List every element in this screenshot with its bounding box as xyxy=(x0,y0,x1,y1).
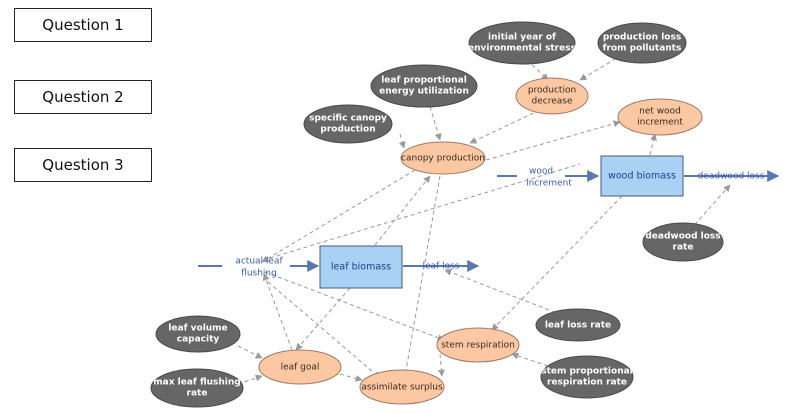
node-max-leaf-flushing[interactable]: max leaf flushing rate xyxy=(150,368,244,408)
node-assimilate-surplus[interactable]: assimilate surplus xyxy=(359,369,445,405)
deadwood-loss-label: deadwood loss xyxy=(698,172,765,182)
link-initial-year-to-production-decrease xyxy=(521,54,549,81)
production-loss-line2: from pollutants xyxy=(603,44,682,54)
node-canopy-production[interactable]: canopy production xyxy=(400,141,486,175)
question-2-button[interactable]: Question 2 xyxy=(14,80,152,114)
assimilate-surplus-text: assimilate surplus xyxy=(361,383,443,393)
node-specific-canopy[interactable]: specific canopy production xyxy=(303,104,393,144)
link-canopy-to-net-wood xyxy=(485,120,621,161)
node-leaf-volume[interactable]: leaf volume capacity xyxy=(155,315,241,353)
node-stem-proportional[interactable]: stem proportional respiration rate xyxy=(540,355,634,399)
deadwood-loss-rate-line1: deadwood loss xyxy=(645,232,720,242)
wood-increment-label-2: increment xyxy=(526,179,572,189)
net-wood-increment-line2: increment xyxy=(637,118,683,128)
link-stem-prop-to-stem-resp xyxy=(511,352,549,367)
link-canopy-to-assimilate xyxy=(402,175,441,377)
link-specific-canopy-to-canopy xyxy=(398,133,406,149)
initial-year-line1: initial year of xyxy=(488,33,556,43)
leaf-biomass-label: leaf biomass xyxy=(331,262,391,273)
link-leaf-loss-rate-to-leaf-loss xyxy=(444,268,563,316)
deadwood-loss-rate-line2: rate xyxy=(673,243,694,253)
leaf-proportional-line2: energy utilization xyxy=(379,87,469,97)
initial-year-line2: environmental stress xyxy=(468,44,576,54)
node-production-decrease[interactable]: production decrease xyxy=(515,77,589,115)
link-leaf-biomass-to-canopy xyxy=(374,175,431,246)
question-1-button[interactable]: Question 1 xyxy=(14,8,152,42)
leaf-biomass-stock[interactable] xyxy=(319,245,403,289)
node-stem-respiration[interactable]: stem respiration xyxy=(436,327,520,363)
leaf-loss-rate-text: leaf loss rate xyxy=(545,321,611,331)
node-initial-year[interactable]: initial year of environmental stress xyxy=(468,21,576,65)
link-canopy-to-actual-leaf xyxy=(261,169,416,263)
node-net-wood-increment[interactable]: net wood increment xyxy=(617,98,703,136)
stem-proportional-line2: respiration rate xyxy=(547,378,627,388)
stem-respiration-text: stem respiration xyxy=(441,341,515,351)
wood-biomass-stock[interactable] xyxy=(600,155,684,197)
leaf-proportional-line1: leaf proportional xyxy=(381,76,467,86)
actual-leaf-flushing-label-1: actual leaf xyxy=(235,257,283,267)
flow-pipes xyxy=(198,170,780,272)
influence-links xyxy=(237,54,731,385)
link-deadwood-rate-to-deadwood-loss xyxy=(689,184,731,231)
production-decrease-line2: decrease xyxy=(532,97,573,107)
link-leaf-biomass-to-leaf-goal xyxy=(295,287,351,351)
node-leaf-proportional[interactable]: leaf proportional energy utilization xyxy=(370,64,478,108)
node-leaf-loss-rate[interactable]: leaf loss rate xyxy=(535,308,621,342)
stem-proportional-line1: stem proportional xyxy=(541,367,633,377)
leaf-goal-text: leaf goal xyxy=(281,363,320,373)
node-deadwood-loss-rate[interactable]: deadwood loss rate xyxy=(642,222,724,262)
link-leaf-goal-to-assimilate xyxy=(339,373,363,382)
link-canopy-to-leaf-goal xyxy=(269,163,581,259)
production-decrease-line1: production xyxy=(528,86,576,96)
net-wood-increment-line1: net wood xyxy=(639,107,681,117)
leaf-volume-line1: leaf volume xyxy=(168,324,227,334)
link-leaf-biomass-to-stem-resp xyxy=(264,271,445,342)
link-stem-resp-to-assimilate xyxy=(437,353,445,377)
leaf-volume-line2: capacity xyxy=(177,335,220,345)
link-production-decrease-to-canopy xyxy=(469,109,541,144)
max-leaf-flushing-line2: rate xyxy=(187,389,208,399)
link-wood-biomass-to-net-wood xyxy=(649,133,657,156)
specific-canopy-line2: production xyxy=(320,125,375,135)
wood-increment-label-1: wood xyxy=(529,167,553,177)
node-production-loss[interactable]: production loss from pollutants xyxy=(597,22,687,64)
link-wood-biomass-to-stem-resp xyxy=(491,195,623,331)
link-leaf-volume-to-leaf-goal xyxy=(237,345,263,359)
link-actual-leaf-to-assimilate xyxy=(267,281,381,379)
question-3-button[interactable]: Question 3 xyxy=(14,148,152,182)
wood-biomass-label: wood biomass xyxy=(608,171,676,182)
node-leaf-goal[interactable]: leaf goal xyxy=(258,349,342,385)
leaf-loss-label: leaf loss xyxy=(423,262,460,272)
link-max-flushing-to-leaf-goal xyxy=(237,374,263,385)
link-leaf-goal-to-actual-leaf xyxy=(262,273,293,351)
canopy-production-text: canopy production xyxy=(401,154,485,164)
actual-leaf-flushing-label-2: flushing xyxy=(241,269,277,279)
max-leaf-flushing-line1: max leaf flushing xyxy=(153,378,240,388)
production-loss-line1: production loss xyxy=(603,33,681,43)
specific-canopy-line1: specific canopy xyxy=(309,114,387,124)
